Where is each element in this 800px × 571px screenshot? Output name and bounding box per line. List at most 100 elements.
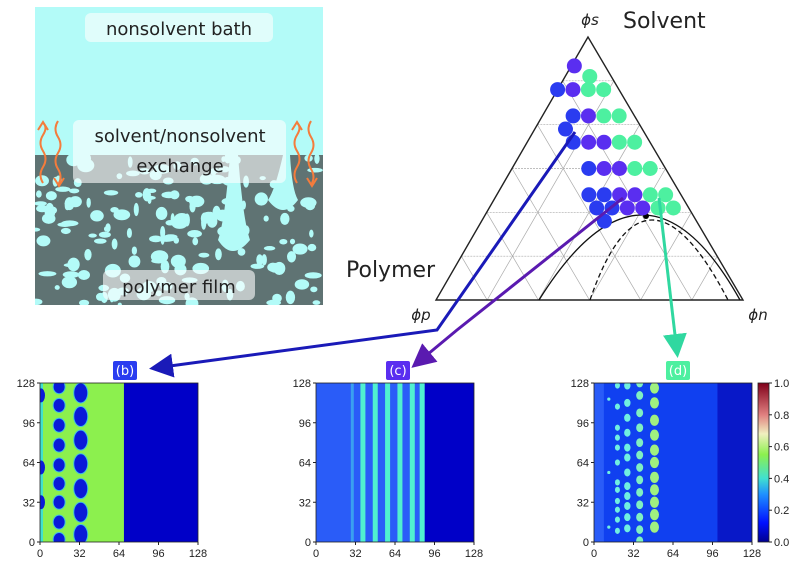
film-label: polymer film — [122, 277, 236, 298]
pore — [35, 298, 43, 305]
point-class-d — [627, 161, 643, 176]
x-tick-label: 96 — [152, 548, 164, 560]
bath-label: nonsolvent bath — [106, 19, 252, 40]
polymer-label: Polymer — [346, 258, 436, 283]
pore — [237, 248, 246, 256]
y-tick-label: 96 — [577, 418, 589, 430]
pore — [111, 238, 118, 250]
exchange-label-1: solvent/nonsolvent — [94, 126, 265, 147]
pore — [61, 276, 78, 289]
exchange-label-box — [73, 120, 286, 183]
pore — [149, 235, 163, 243]
point-class-d — [580, 82, 596, 98]
droplet — [607, 397, 611, 401]
droplet — [636, 536, 644, 542]
pore — [45, 202, 55, 217]
droplet — [614, 486, 620, 493]
pore — [292, 243, 308, 255]
droplet — [649, 471, 659, 484]
solvent-label: Solvent — [623, 9, 706, 34]
y-tick-label: 128 — [17, 378, 35, 390]
phi-s-label: ϕs — [581, 11, 599, 29]
arrow-to-panel-c — [411, 196, 624, 368]
point-class-b — [589, 200, 605, 216]
droplet — [636, 512, 644, 522]
pore — [287, 251, 297, 263]
point-class-c — [580, 108, 596, 124]
pore — [88, 233, 97, 238]
pore — [95, 292, 105, 301]
droplet — [624, 492, 631, 501]
panel-label: (c) — [389, 364, 406, 379]
pore — [36, 204, 49, 213]
y-tick-label: 96 — [23, 418, 35, 430]
droplet — [636, 487, 644, 497]
stripe — [372, 383, 378, 542]
pore — [209, 213, 226, 219]
pore — [164, 234, 178, 240]
point-class-d — [627, 134, 643, 150]
heatmap-panels: 00323264649696128128(b)00323264649696128… — [17, 361, 761, 560]
binodal-curve — [538, 214, 741, 301]
droplet — [52, 476, 66, 492]
droplet — [649, 444, 659, 456]
pore — [135, 192, 143, 198]
pore — [45, 191, 57, 201]
droplet — [649, 484, 659, 496]
point-class-d — [596, 82, 612, 98]
droplet — [607, 525, 611, 529]
droplet — [40, 460, 45, 475]
droplet — [624, 453, 631, 462]
pore — [68, 196, 82, 208]
pore — [272, 293, 282, 303]
droplet — [73, 406, 89, 428]
colorbar-gradient — [757, 382, 770, 543]
point-class-d — [642, 161, 658, 176]
point-class-d — [642, 187, 658, 203]
point-class-d — [596, 108, 612, 124]
pore — [103, 190, 119, 196]
droplet — [649, 509, 659, 521]
point-class-c — [596, 134, 612, 150]
wavy-arrow-up-icon — [293, 122, 301, 184]
pore — [62, 271, 80, 278]
bath-label-box — [85, 13, 273, 42]
pore — [279, 238, 288, 245]
droplet — [52, 437, 66, 453]
grid-line — [537, 124, 641, 301]
droplet — [636, 500, 644, 510]
pore — [155, 206, 168, 220]
droplet — [614, 459, 620, 466]
droplet — [73, 524, 89, 542]
droplet — [624, 524, 631, 533]
x-tick-label: 0 — [37, 548, 43, 560]
grid-line — [486, 212, 539, 301]
pore — [94, 238, 107, 244]
pore — [86, 197, 91, 208]
point-class-d — [658, 187, 674, 203]
pore — [128, 255, 141, 268]
point-class-b — [581, 187, 597, 203]
droplet — [614, 424, 620, 431]
droplet — [614, 434, 620, 441]
droplet — [624, 468, 631, 477]
droplet — [73, 429, 89, 451]
point-class-c — [565, 82, 581, 98]
droplet — [636, 423, 644, 433]
droplet — [649, 397, 659, 409]
pore — [143, 195, 156, 200]
pore — [35, 201, 47, 206]
pore — [198, 252, 210, 258]
colorbar-tick-label: 0.8 — [774, 410, 789, 422]
pore — [161, 191, 177, 199]
pore — [133, 202, 139, 217]
point-class-d — [665, 200, 681, 216]
pore — [215, 248, 222, 261]
pore — [151, 258, 166, 264]
point-class-b — [596, 187, 612, 203]
x-tick-label: 32 — [627, 548, 639, 560]
point-class-c — [627, 187, 643, 203]
point-class-b — [565, 108, 581, 124]
